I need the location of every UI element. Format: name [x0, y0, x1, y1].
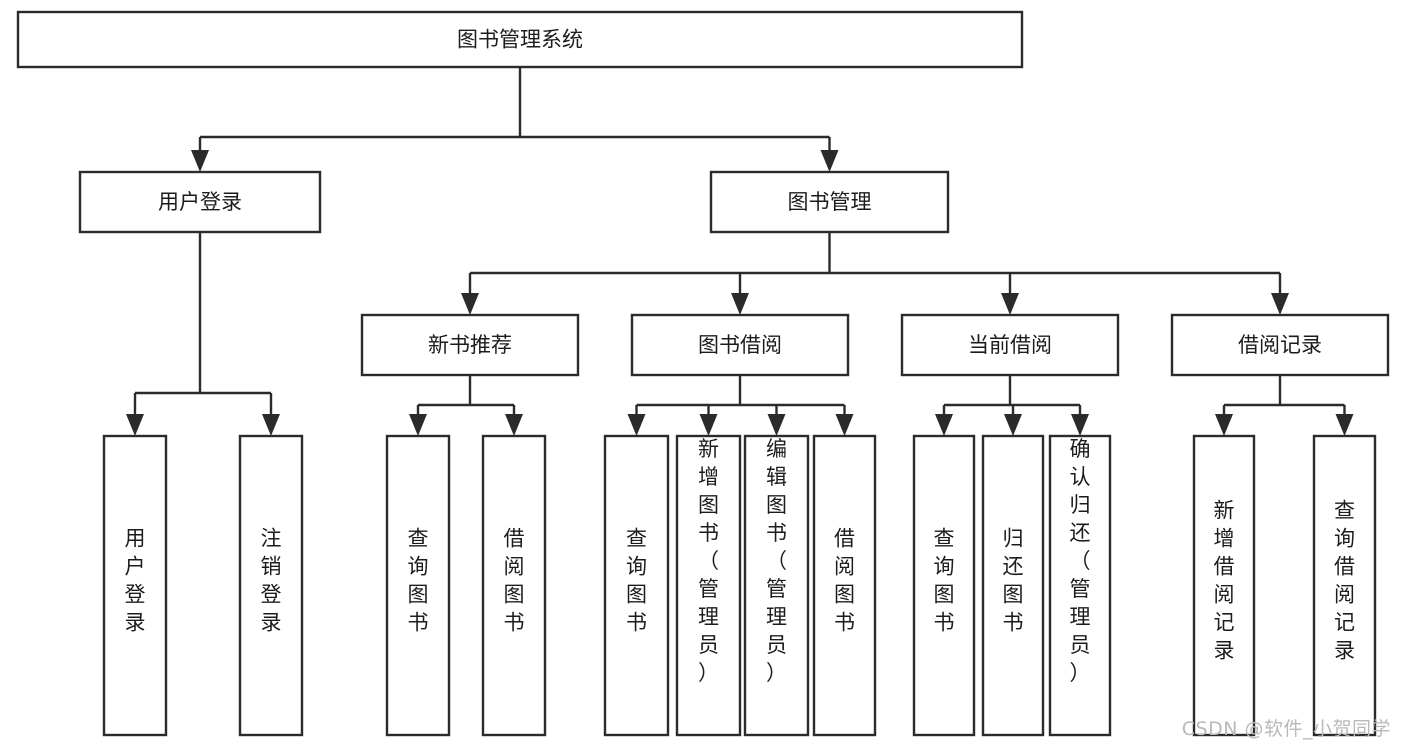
node-label: 新增图书（管理员） [698, 437, 719, 685]
node-box [1192, 434, 1256, 737]
watermark-text: CSDN @软件_小贺同学 [1181, 718, 1391, 740]
node-label: 借阅记录 [1238, 333, 1322, 357]
node-label: 图书管理系统 [457, 28, 583, 52]
node-label: 查询图书 [626, 527, 647, 635]
node-label: 用户登录 [158, 190, 242, 214]
arrow-head-icon [1071, 414, 1089, 436]
node-leaf-user-login[interactable]: 用户登录 [102, 434, 168, 737]
arrow-head-icon [1001, 293, 1019, 315]
node-label: 确认归还（管理员） [1070, 437, 1091, 685]
node-box [900, 313, 1120, 377]
node-book-manage[interactable]: 图书管理 [709, 170, 950, 234]
node-new-book-recommend[interactable]: 新书推荐 [360, 313, 580, 377]
node-box [981, 434, 1045, 737]
node-label: 图书管理 [788, 190, 872, 214]
arrow-head-icon [1004, 414, 1022, 436]
node-box [743, 434, 810, 737]
node-leaf-logout[interactable]: 注销登录 [238, 434, 304, 737]
node-label: 归还图书 [1003, 527, 1024, 635]
node-box [481, 434, 547, 737]
node-leaf-add-record[interactable]: 新增借阅记录 [1192, 434, 1256, 737]
node-leaf-borrow-book-a[interactable]: 借阅图书 [481, 434, 547, 737]
arrow-head-icon [1215, 414, 1233, 436]
node-box [16, 10, 1024, 69]
arrow-head-icon [835, 414, 854, 436]
arrow-head-icon [935, 414, 953, 436]
node-leaf-edit-book[interactable]: 编辑图书（管理员） [743, 434, 810, 737]
node-box [812, 434, 877, 737]
node-label: 注销登录 [261, 527, 282, 635]
arrow-head-icon [699, 414, 718, 436]
node-leaf-query-book-b[interactable]: 查询图书 [603, 434, 670, 737]
node-box [385, 434, 451, 737]
node-leaf-borrow-book-b[interactable]: 借阅图书 [812, 434, 877, 737]
node-box [238, 434, 304, 737]
arrow-head-icon [820, 150, 839, 172]
arrow-head-icon [126, 414, 144, 436]
node-label: 用户登录 [125, 527, 146, 635]
node-box [675, 434, 742, 737]
node-box [1312, 434, 1377, 737]
node-root[interactable]: 图书管理系统 [16, 10, 1024, 69]
node-label: 新增借阅记录 [1214, 499, 1235, 663]
arrow-head-icon [191, 150, 209, 172]
node-label: 编辑图书（管理员） [766, 437, 787, 685]
connector-layer [126, 67, 1354, 436]
node-label: 当前借阅 [968, 333, 1052, 357]
node-box [102, 434, 168, 737]
node-leaf-add-book[interactable]: 新增图书（管理员） [675, 434, 742, 737]
node-leaf-query-book-a[interactable]: 查询图书 [385, 434, 451, 737]
node-label: 借阅图书 [834, 527, 855, 635]
arrow-head-icon [1271, 293, 1289, 315]
node-box [1170, 313, 1390, 377]
node-box [1048, 434, 1112, 737]
node-leaf-query-record[interactable]: 查询借阅记录 [1312, 434, 1377, 737]
node-leaf-confirm-return[interactable]: 确认归还（管理员） [1048, 434, 1112, 737]
arrow-head-icon [1335, 414, 1354, 436]
arrow-head-icon [505, 414, 523, 436]
node-box [709, 170, 950, 234]
node-box [630, 313, 850, 377]
node-layer: 图书管理系统用户登录图书管理新书推荐图书借阅当前借阅借阅记录用户登录注销登录查询… [16, 10, 1390, 737]
node-current-borrow[interactable]: 当前借阅 [900, 313, 1120, 377]
node-leaf-query-book-c[interactable]: 查询图书 [912, 434, 976, 737]
node-label: 查询图书 [408, 527, 429, 635]
arrow-head-icon [731, 293, 749, 315]
arrow-head-icon [262, 414, 280, 436]
node-leaf-return-book[interactable]: 归还图书 [981, 434, 1045, 737]
node-box [78, 170, 322, 234]
node-label: 新书推荐 [428, 333, 512, 357]
node-user-login[interactable]: 用户登录 [78, 170, 322, 234]
node-label: 借阅图书 [504, 527, 525, 635]
arrow-head-icon [461, 293, 479, 315]
node-label: 图书借阅 [698, 333, 782, 357]
arrow-head-icon [409, 414, 427, 436]
arrow-head-icon [767, 414, 786, 436]
node-label: 查询图书 [934, 527, 955, 635]
node-book-borrow[interactable]: 图书借阅 [630, 313, 850, 377]
arrow-head-icon [627, 414, 646, 436]
node-borrow-records[interactable]: 借阅记录 [1170, 313, 1390, 377]
node-box [603, 434, 670, 737]
node-label: 查询借阅记录 [1334, 499, 1355, 663]
node-box [912, 434, 976, 737]
node-box [360, 313, 580, 377]
